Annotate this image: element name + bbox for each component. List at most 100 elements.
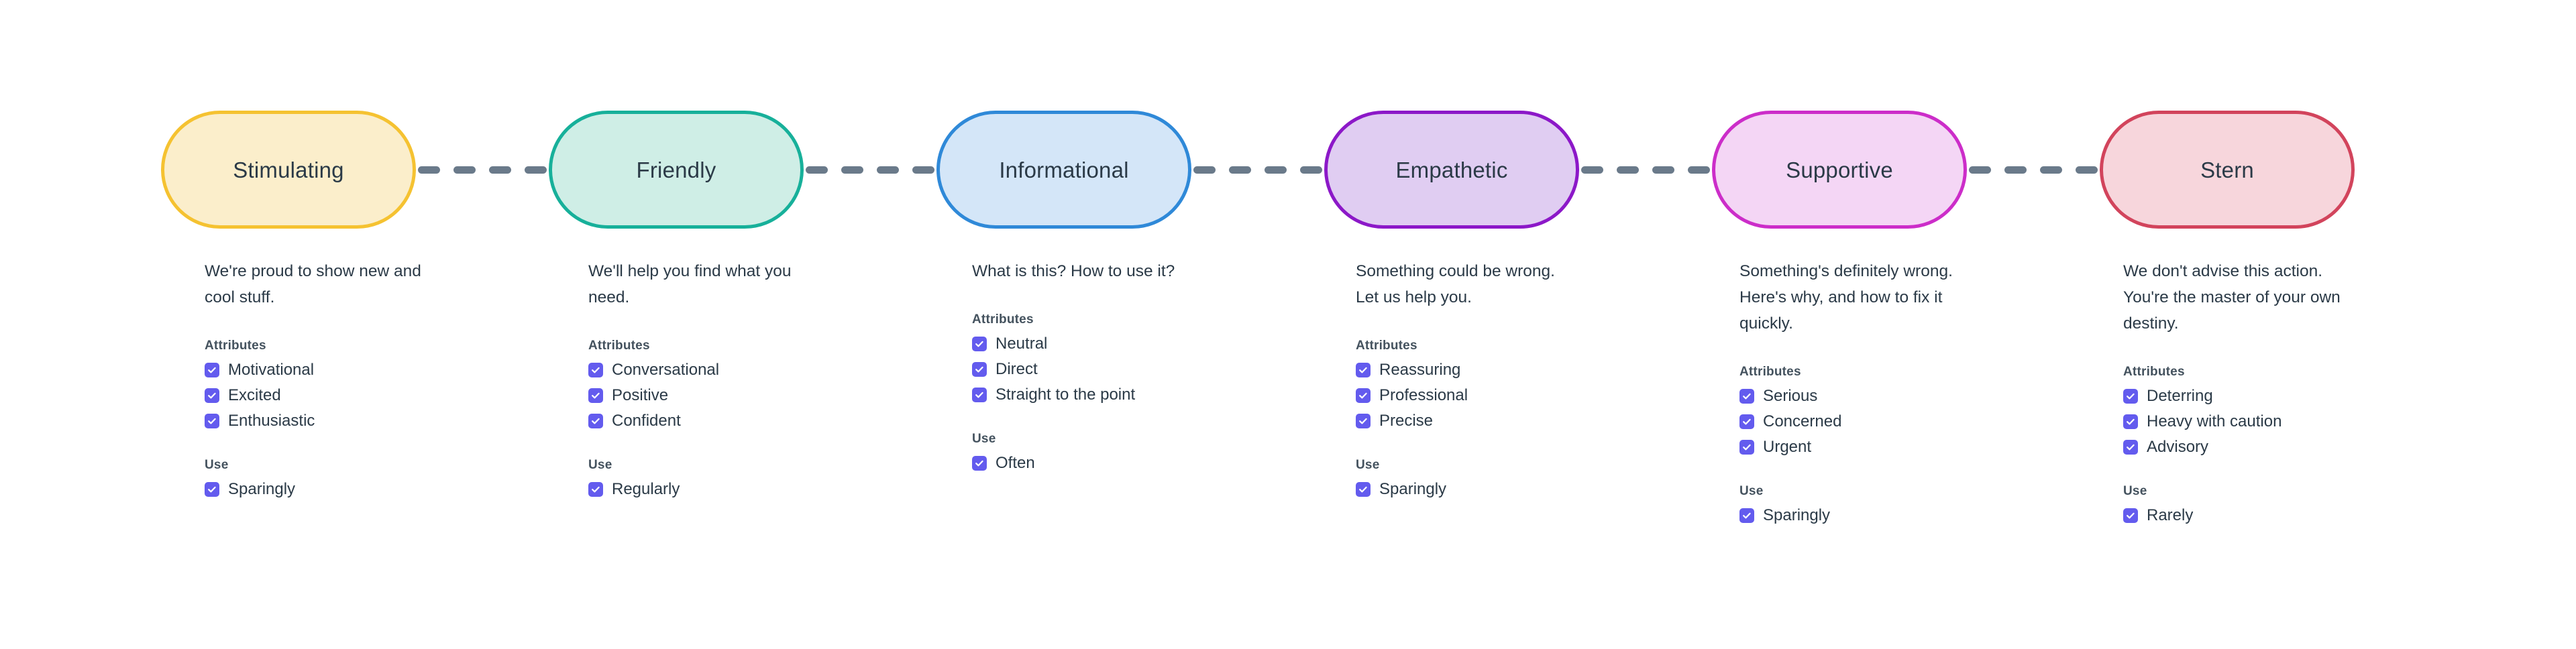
checkmark-icon[interactable] (1356, 414, 1371, 428)
connector-dash (2076, 166, 2098, 174)
tone-pill-label: Supportive (1786, 157, 1893, 182)
checkmark-icon[interactable] (972, 456, 987, 471)
use-label: Rarely (2147, 506, 2194, 524)
tone-pill-supportive[interactable]: Supportive (1712, 111, 1967, 229)
list-item[interactable]: Sparingly (205, 477, 588, 502)
checkmark-icon[interactable] (588, 482, 603, 497)
tone-pill-label: Stimulating (233, 157, 344, 182)
tone-column-friendly: We'll help you find what you need.Attrib… (588, 258, 972, 528)
use-label: Regularly (612, 480, 680, 498)
attributes-label: Conversational (612, 361, 720, 379)
connector-dash (2040, 166, 2062, 174)
list-item[interactable]: Confident (588, 408, 972, 434)
use-label: Sparingly (1379, 480, 1447, 498)
use-list: Sparingly (1356, 477, 1739, 502)
dashed-connector-icon (1967, 166, 2100, 174)
use-label: Often (996, 454, 1035, 472)
list-item[interactable]: Reassuring (1356, 357, 1739, 383)
attributes-label: Enthusiastic (228, 412, 315, 430)
attributes-label: Deterring (2147, 387, 2213, 405)
tone-column-supportive: Something's definitely wrong. Here's why… (1739, 258, 2123, 528)
use-heading: Use (972, 432, 996, 446)
checkmark-icon[interactable] (588, 414, 603, 428)
checkmark-icon[interactable] (972, 362, 987, 377)
checkmark-icon[interactable] (1739, 440, 1754, 455)
attributes-label: Confident (612, 412, 681, 430)
checkmark-icon[interactable] (2123, 508, 2138, 523)
tone-column-stern: We don't advise this action. You're the … (2123, 258, 2507, 528)
connector-dash (418, 166, 440, 174)
tone-description: Something could be wrong. Let us help yo… (1356, 262, 1555, 306)
checkmark-icon[interactable] (2123, 440, 2138, 455)
tone-pill-friendly[interactable]: Friendly (549, 111, 804, 229)
checkmark-icon[interactable] (588, 388, 603, 403)
attributes-label: Direct (996, 360, 1038, 378)
attributes-heading: Attributes (1739, 365, 1801, 379)
checkmark-icon[interactable] (1739, 508, 1754, 523)
list-item[interactable]: Excited (205, 383, 588, 408)
list-item[interactable]: Positive (588, 383, 972, 408)
checkmark-icon[interactable] (2123, 389, 2138, 404)
list-item[interactable]: Concerned (1739, 409, 2123, 434)
list-item[interactable]: Professional (1356, 383, 1739, 408)
connector-dash (1229, 166, 1251, 174)
list-item[interactable]: Urgent (1739, 434, 2123, 460)
tone-pill-label: Friendly (636, 157, 716, 182)
connector-dash (525, 166, 547, 174)
list-item[interactable]: Precise (1356, 408, 1739, 434)
checkmark-icon[interactable] (588, 363, 603, 377)
list-item[interactable]: Heavy with caution (2123, 409, 2507, 434)
tone-pill-stern[interactable]: Stern (2100, 111, 2355, 229)
connector-dash (1617, 166, 1639, 174)
use-heading: Use (205, 458, 229, 472)
list-item[interactable]: Sparingly (1356, 477, 1739, 502)
checkmark-icon[interactable] (1356, 482, 1371, 497)
checkmark-icon[interactable] (972, 337, 987, 351)
list-item[interactable]: Straight to the point (972, 382, 1356, 408)
use-list: Often (972, 451, 1356, 476)
list-item[interactable]: Advisory (2123, 434, 2507, 460)
use-heading: Use (2123, 484, 2147, 498)
list-item[interactable]: Conversational (588, 357, 972, 383)
use-heading: Use (588, 458, 612, 472)
checkmark-icon[interactable] (2123, 414, 2138, 429)
checkmark-icon[interactable] (972, 388, 987, 402)
connector-dash (806, 166, 828, 174)
list-item[interactable]: Regularly (588, 477, 972, 502)
list-item[interactable]: Sparingly (1739, 503, 2123, 528)
tone-pill-label: Stern (2200, 157, 2254, 182)
connector-dash (1300, 166, 1322, 174)
attributes-label: Advisory (2147, 438, 2209, 456)
attributes-label: Excited (228, 386, 281, 404)
tone-pill-empathetic[interactable]: Empathetic (1324, 111, 1579, 229)
use-heading: Use (1739, 484, 1764, 498)
list-item[interactable]: Enthusiastic (205, 408, 588, 434)
list-item[interactable]: Serious (1739, 384, 2123, 409)
checkmark-icon[interactable] (205, 414, 219, 428)
list-item[interactable]: Neutral (972, 331, 1356, 357)
list-item[interactable]: Motivational (205, 357, 588, 383)
use-list: Rarely (2123, 503, 2507, 528)
attributes-label: Serious (1763, 387, 1818, 405)
connector-dash (912, 166, 934, 174)
list-item[interactable]: Often (972, 451, 1356, 476)
checkmark-icon[interactable] (205, 482, 219, 497)
list-item[interactable]: Direct (972, 357, 1356, 382)
checkmark-icon[interactable] (1356, 363, 1371, 377)
tone-pill-label: Informational (999, 157, 1129, 182)
checkmark-icon[interactable] (1739, 389, 1754, 404)
list-item[interactable]: Deterring (2123, 384, 2507, 409)
connector-dash (841, 166, 863, 174)
list-item[interactable]: Rarely (2123, 503, 2507, 528)
checkmark-icon[interactable] (1356, 388, 1371, 403)
tone-description: Something's definitely wrong. Here's why… (1739, 262, 1953, 333)
checkmark-icon[interactable] (205, 388, 219, 403)
tone-pill-stimulating[interactable]: Stimulating (161, 111, 416, 229)
checkmark-icon[interactable] (1739, 414, 1754, 429)
dashed-connector-icon (416, 166, 549, 174)
connector-dash (1688, 166, 1710, 174)
checkmark-icon[interactable] (205, 363, 219, 377)
tone-pill-informational[interactable]: Informational (936, 111, 1191, 229)
